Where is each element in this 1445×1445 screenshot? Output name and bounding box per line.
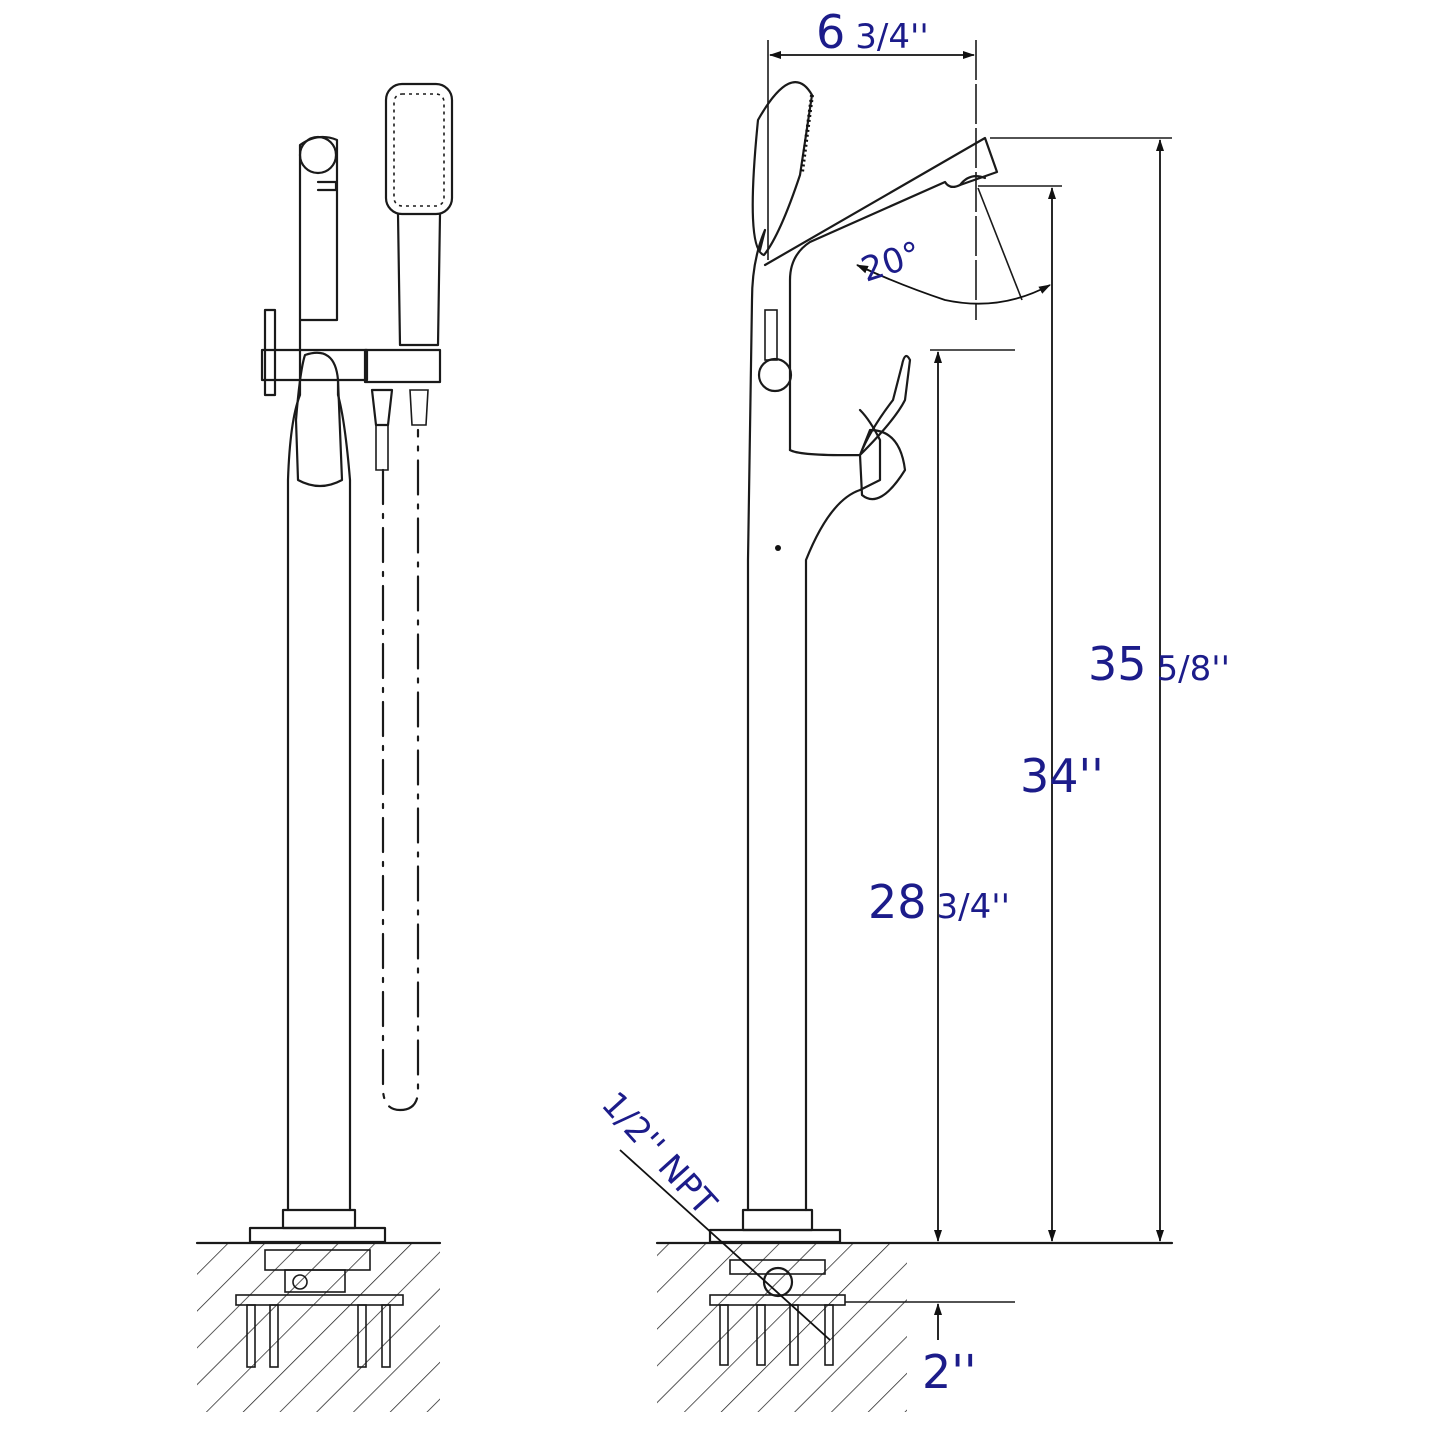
side-view [619,40,1174,1412]
faucet-body-side [708,81,999,1244]
mounting-bracket-right [709,1259,846,1366]
below-floor-depth-label: 2'' [922,1345,977,1399]
floor-hatch-left [195,1241,442,1412]
hand-shower-front [363,82,454,1112]
floor-hatch-right [655,1241,1174,1412]
faucet-body-front [248,135,387,1244]
spout-outlet-height-label: 34'' [1020,749,1104,803]
dimension-lines [767,40,1172,1340]
spout-angle-label: 20° [856,234,926,291]
mounting-bracket-left [235,1249,404,1368]
front-view [195,82,454,1412]
npt-leader [619,1149,831,1341]
supply-connection-label: 1/2'' NPT [593,1084,724,1223]
